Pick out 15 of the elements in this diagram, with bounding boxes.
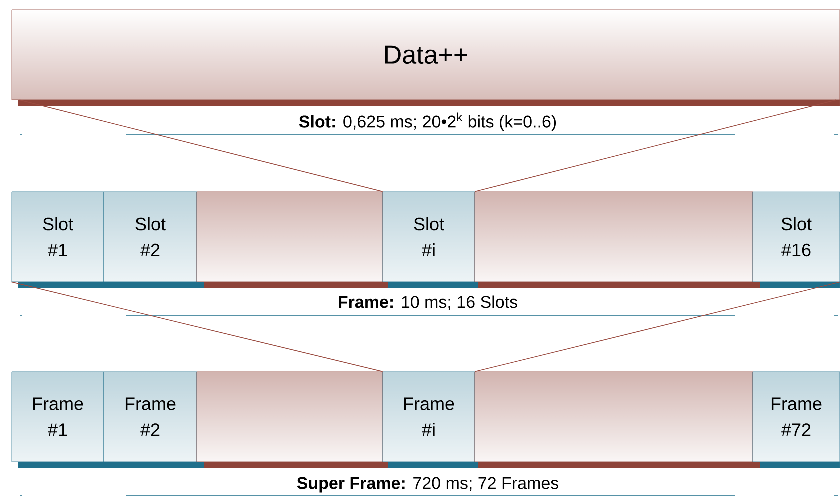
dimension-label: Slot: 0,625 ms; 20•2$^{k}$ bits (k=0..6) [298,112,558,132]
zoom-line [11,282,384,372]
slot-box: Slot #i [382,192,476,282]
slot-box: Slot #16 [752,192,840,282]
data-box: Data++ [12,10,840,100]
dimension-label: Frame: 10 ms; 16 Slots [336,294,520,312]
zoom-line [19,100,384,192]
slot-box: Slot #2 [104,192,198,282]
slot-box: Slot #1 [12,192,104,282]
dimension-label: Super Frame: 720 ms; 72 Frames [296,476,560,494]
slot-box: Frame #2 [104,372,198,462]
slot-box: Frame #1 [12,372,104,462]
slot-box: Frame #i [382,372,476,462]
zoom-line [474,282,840,372]
slot-box: Frame #72 [752,372,840,462]
